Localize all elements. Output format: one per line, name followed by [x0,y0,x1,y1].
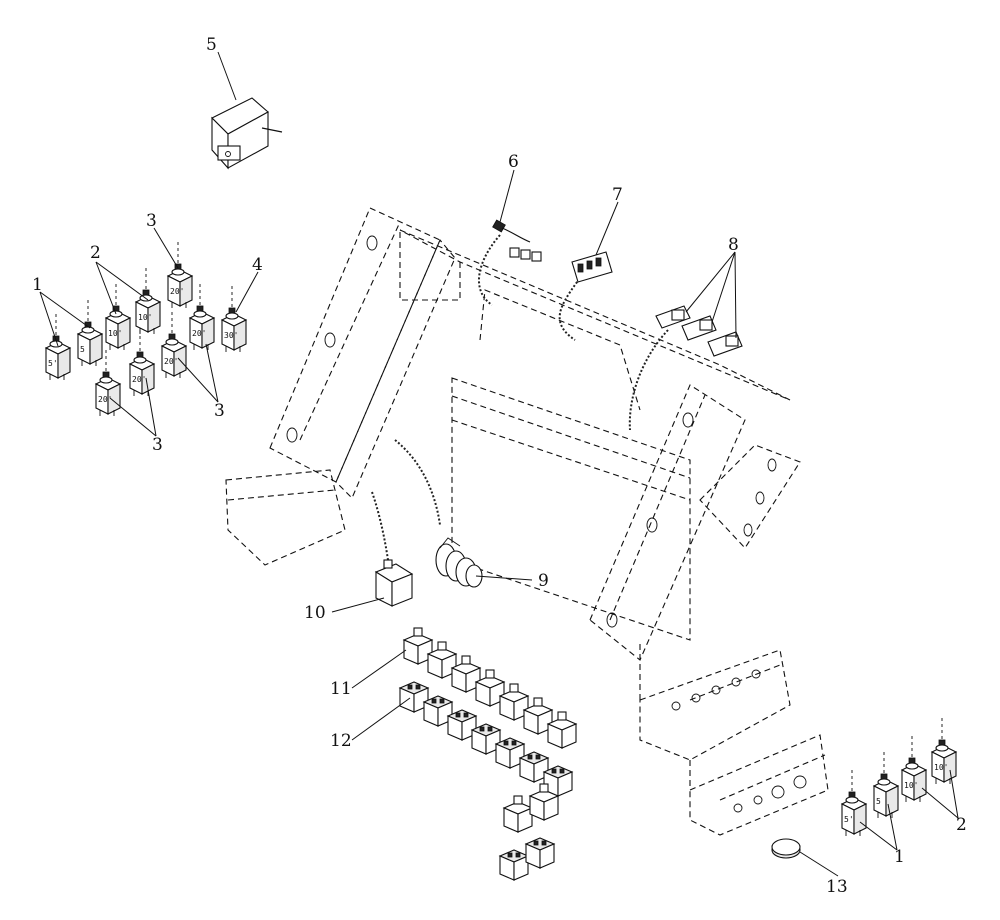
transformer-part-5 [211,97,283,170]
callout-8: 8 [728,235,739,255]
callout-1-right: 1 [894,847,905,867]
callout-2-right: 2 [956,815,967,835]
terminal-block-part-7 [571,251,613,283]
connector-c [707,331,743,357]
breaker-20e-rating: 20' [98,395,112,404]
callout-11: 11 [330,679,352,699]
connectors-part-8 [655,305,743,357]
relay-extra-1 [502,795,534,833]
breaker-10b-rating: 10' [138,313,152,322]
breaker-20d-rating: 20' [132,375,146,384]
breaker-right-10b-rating: 10' [934,763,948,772]
breaker-20e: 20' [94,350,122,416]
breaker-30-rating: 30' [224,331,238,340]
callout-7: 7 [612,185,623,205]
callout-3-right: 3 [214,401,225,421]
relay-socket-3 [446,709,478,741]
relay-5 [498,683,530,721]
relay-socket-2 [422,695,454,727]
circuit-breakers-left: 5' 5 10' 10' 20' 30' 20' 20' 20' 20' [44,242,248,416]
breaker-5a: 5' [44,314,72,380]
callout-13: 13 [826,877,848,897]
breaker-5a-rating: 5' [48,359,58,368]
breaker-10b: 10' [134,268,162,334]
breaker-20d: 20' [128,330,156,396]
relay-bank-part-11-12 [398,627,578,881]
callout-10: 10 [304,603,326,623]
breaker-right-5a-rating: 5' [844,815,854,824]
breaker-20c-rating: 20' [164,357,178,366]
breaker-10a-rating: 10' [108,329,122,338]
callout-2-left: 2 [90,243,101,263]
breaker-right-10a: 10' [900,736,928,802]
breaker-20b: 20' [188,284,216,350]
cap-part-13 [771,838,801,859]
relay-part-10 [374,559,414,607]
mounting-frame [225,207,829,836]
breaker-20c: 20' [160,312,188,378]
sensor-part-6 [492,219,542,262]
breaker-20b-rating: 20' [192,329,206,338]
callout-labels: 5 6 7 8 3 2 4 1 3 3 9 10 11 12 1 2 13 [32,35,967,897]
callout-1-left: 1 [32,275,43,295]
breaker-5b-rating: 5 [80,345,85,354]
callout-9: 9 [538,571,549,591]
callout-4: 4 [252,255,263,275]
breaker-30: 30' [220,286,248,352]
breaker-5b: 5 [76,300,104,366]
relay-socket-extra-1 [498,849,530,881]
wire-harnesses [371,234,669,561]
circuit-breakers-right: 5' 5 10' 10' [840,718,958,836]
breaker-right-10b: 10' [930,718,958,784]
breaker-10a: 10' [104,284,132,350]
connector-b [681,315,717,341]
callout-3-bottom: 3 [152,435,163,455]
circular-connector-part-9 [435,537,483,588]
callout-6: 6 [508,152,519,172]
callout-12: 12 [330,731,352,751]
callout-3-top: 3 [146,211,157,231]
relay-socket-4 [470,723,502,755]
breaker-right-5b-rating: 5 [876,797,881,806]
breaker-20a: 20' [166,242,194,308]
relay-extra-2 [528,783,560,821]
breaker-20a-rating: 20' [170,287,184,296]
callout-5: 5 [206,35,217,55]
relay-socket-extra-2 [524,837,556,869]
connector-a [655,305,691,329]
breaker-right-10a-rating: 10' [904,781,918,790]
breaker-right-5a: 5' [840,770,868,836]
relay-7 [546,711,578,749]
breaker-right-5b: 5 [872,752,900,818]
callout-leaders [39,51,959,877]
